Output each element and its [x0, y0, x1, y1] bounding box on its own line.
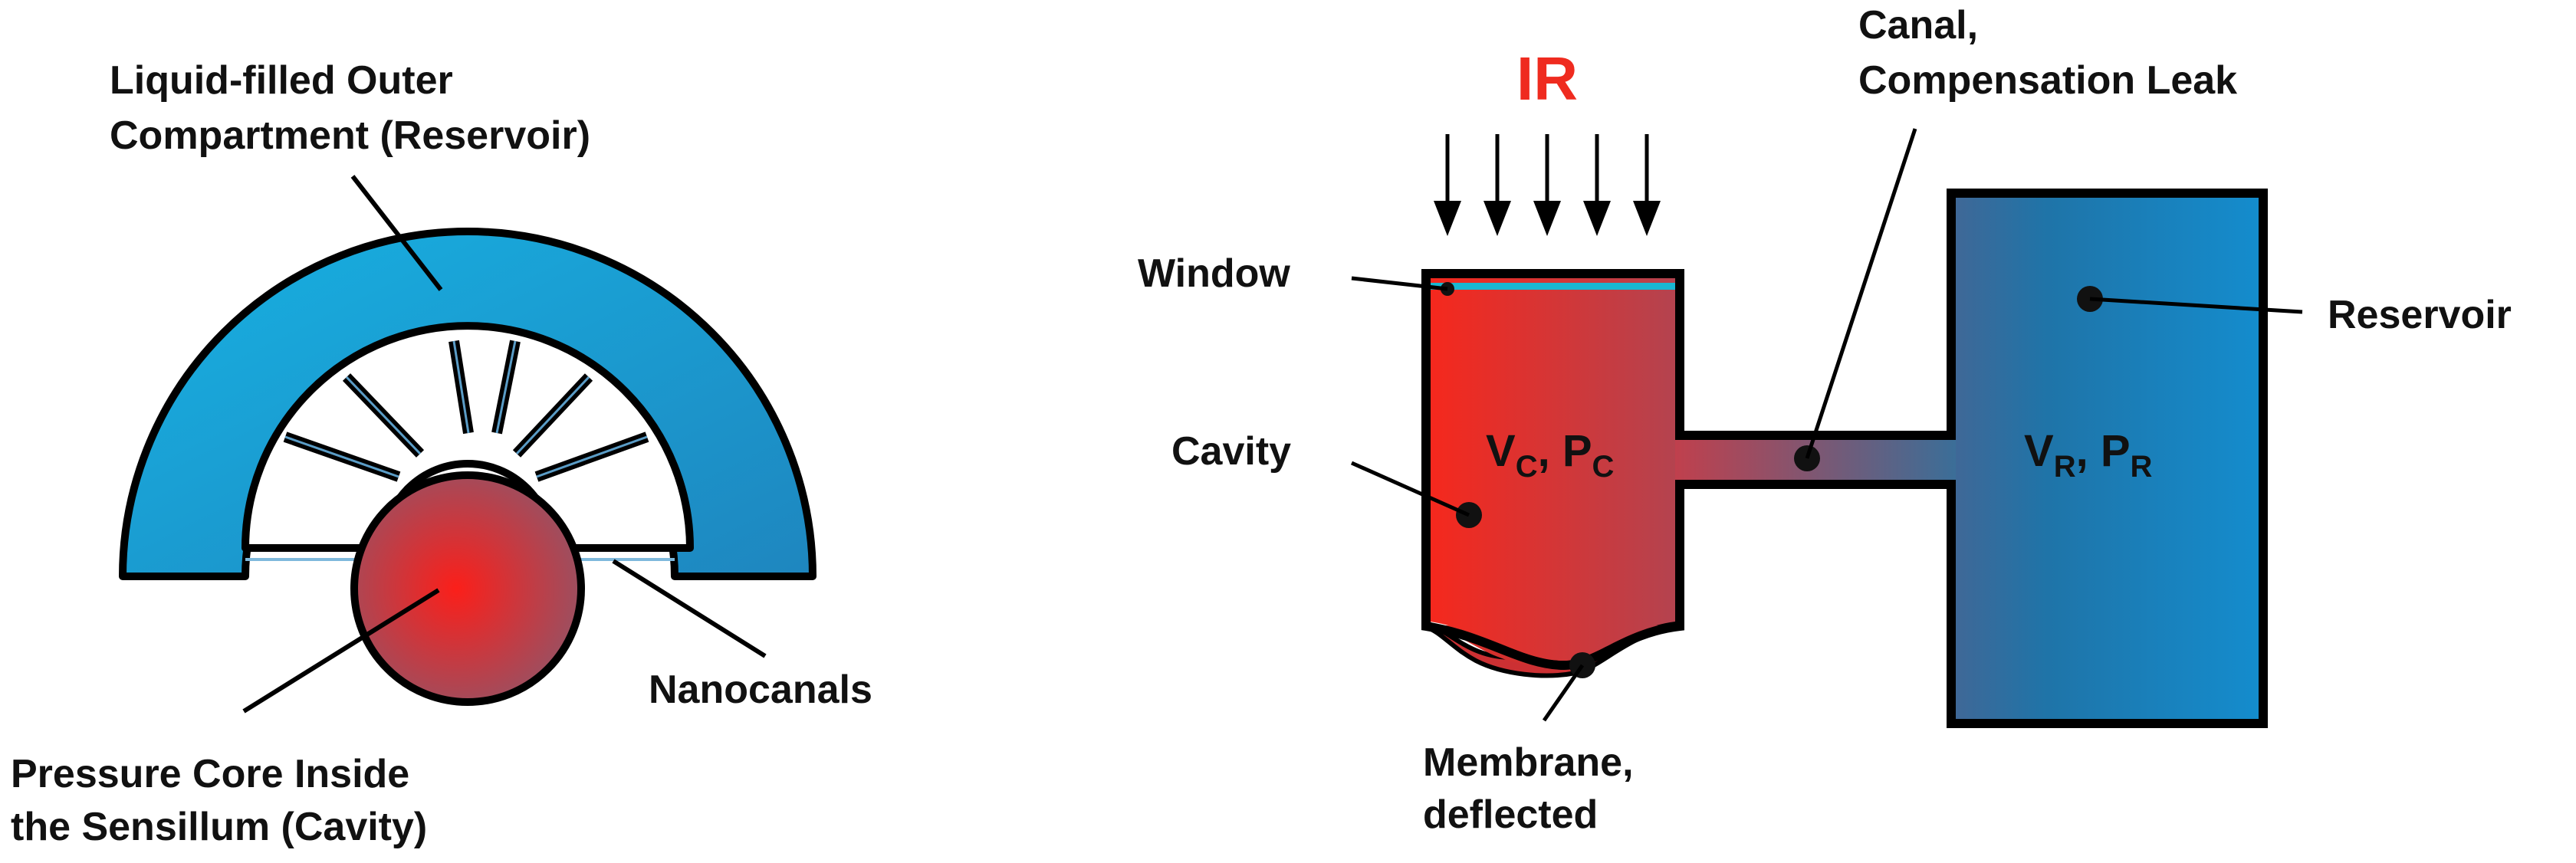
ir-label: IR — [1516, 44, 1578, 113]
ir-arrow-head — [1533, 201, 1561, 236]
ir-arrow-head — [1583, 201, 1611, 236]
leader-nanocanals — [612, 559, 767, 658]
ir-arrow-head — [1484, 201, 1511, 236]
reservoir-fill — [1956, 198, 2259, 719]
spoke-core — [452, 340, 470, 434]
leader-membrane — [1542, 664, 1585, 722]
right-diagram: IR VC, PC VR — [1138, 3, 2512, 837]
leader-reservoir — [350, 175, 443, 291]
label-cavity: Cavity — [1171, 429, 1291, 474]
label-membrane-line1: Membrane, — [1423, 740, 1634, 785]
spoke-core — [284, 435, 399, 478]
label-nanocanals: Nanocanals — [649, 668, 872, 712]
spoke-core — [345, 376, 422, 455]
cavity-variables: VC, PC — [1486, 426, 1614, 484]
body-outline — [1426, 189, 2268, 728]
ir-arrow-head — [1633, 201, 1661, 236]
leader-cavity — [1350, 461, 1470, 517]
label-reservoir-line2: Compartment (Reservoir) — [110, 113, 590, 158]
leader-core — [242, 588, 440, 714]
reservoir-variables: VR, PR — [2024, 426, 2153, 484]
spoke-core — [495, 340, 517, 434]
leader-reservoir — [2089, 297, 2303, 314]
label-canal-line1: Canal, — [1858, 3, 1978, 48]
leader-window — [1351, 276, 1448, 291]
ir-arrow-head — [1434, 201, 1461, 236]
leader-canal — [1805, 128, 1917, 459]
label-core-line1: Pressure Core Inside — [11, 752, 409, 796]
label-membrane-line2: deflected — [1423, 792, 1598, 837]
spoke-core — [515, 376, 590, 455]
membrane-outline — [1425, 622, 1681, 668]
window-strip — [1431, 283, 1675, 290]
label-canal-line2: Compensation Leak — [1858, 58, 2237, 103]
cavity-fill — [1431, 278, 1675, 661]
label-core-line2: the Sensillum (Cavity) — [11, 805, 427, 849]
label-window: Window — [1138, 251, 1290, 296]
pressure-core — [350, 471, 585, 706]
spoke-core — [536, 435, 648, 478]
label-reservoir-line1: Liquid-filled Outer — [110, 58, 453, 103]
label-reservoir-right: Reservoir — [2328, 293, 2512, 337]
left-diagram: Liquid-filled Outer Compartment (Reservo… — [11, 58, 872, 849]
nanocanal-spokes — [283, 340, 649, 482]
ir-arrows — [1434, 134, 1661, 236]
